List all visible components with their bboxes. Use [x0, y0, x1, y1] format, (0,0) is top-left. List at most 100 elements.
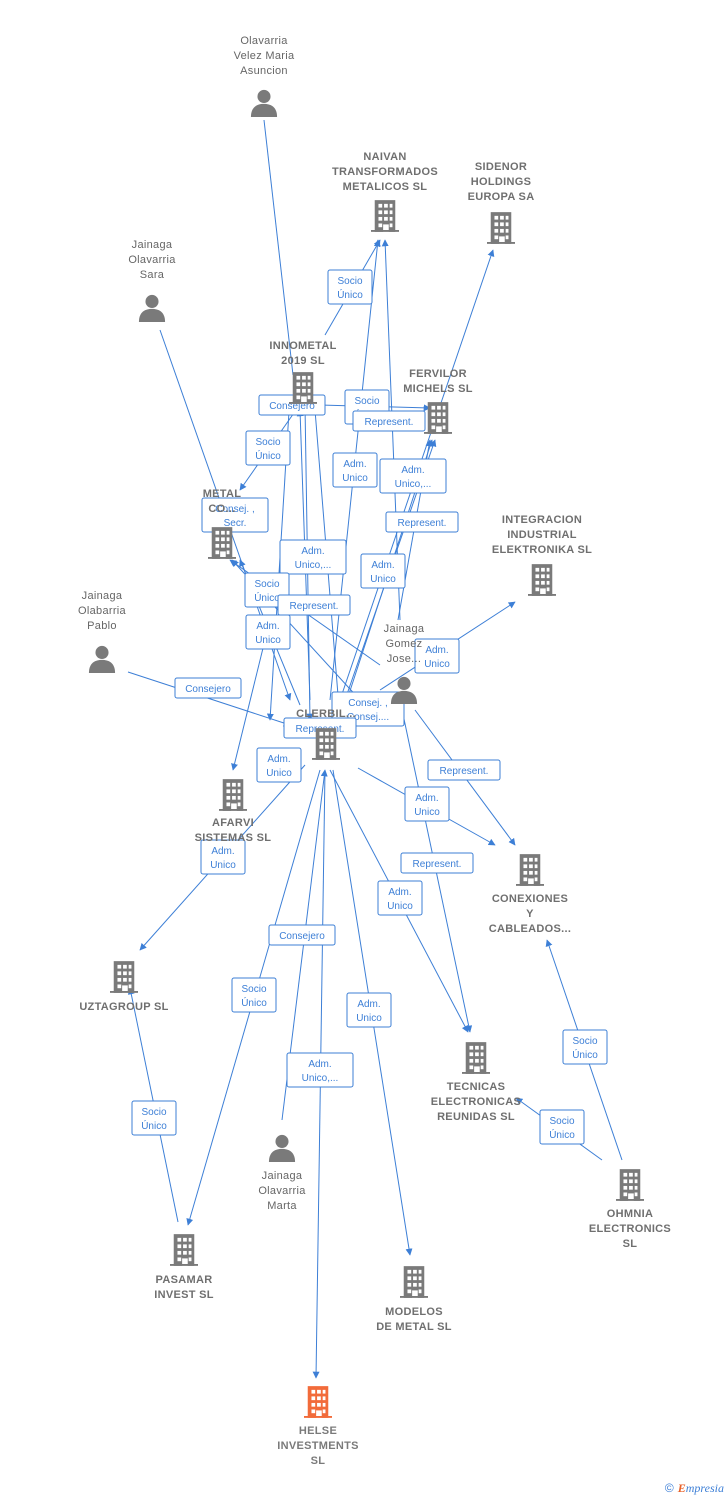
node-label: Marta	[267, 1200, 297, 1212]
edge-label-text: Único	[572, 1048, 598, 1061]
building-icon	[312, 728, 340, 760]
node-label: TECNICAS	[447, 1081, 506, 1093]
edge-label-text: Adm.	[388, 887, 411, 898]
node-metal-co[interactable]: METALCO...	[203, 488, 242, 559]
building-icon	[304, 1386, 332, 1418]
edge-label-text: Unico,...	[295, 560, 332, 571]
node-label: Olavarria	[258, 1185, 306, 1197]
node-afarvi[interactable]: AFARVI SISTEMAS SL	[195, 779, 272, 844]
edge-label[interactable]: Consej. ,Secr.	[201, 497, 269, 533]
edge-label[interactable]: Represent.	[352, 410, 426, 432]
edge-label-box	[245, 430, 291, 466]
edge-label-text: Socio	[141, 1107, 166, 1118]
node-label: Jainaga	[262, 1170, 303, 1182]
edge-label[interactable]: Represent.	[277, 594, 351, 616]
node-label: SISTEMAS SL	[195, 832, 272, 844]
node-clerbil[interactable]: CLERBIL...	[296, 708, 356, 760]
edge-label-box	[245, 614, 291, 650]
edge-label[interactable]: Adm. Unico,...	[286, 1052, 354, 1088]
node-label: OHMNIA	[607, 1208, 653, 1220]
node-label: EUROPA SA	[468, 191, 535, 203]
edge-label-box	[200, 839, 246, 875]
edge-label-box	[231, 977, 277, 1013]
edge-label[interactable]: Adm.Unico	[245, 614, 291, 650]
node-label: CLERBIL...	[296, 708, 356, 720]
edge-label-text: Adm.	[308, 1059, 331, 1070]
node-label: ELEKTRONIKA SL	[492, 544, 592, 556]
edge-label[interactable]: Consejero	[174, 677, 242, 699]
edge-label-text: Unico	[342, 473, 368, 484]
node-label: 2019 SL	[281, 355, 325, 367]
node-label: DE METAL SL	[376, 1321, 452, 1333]
node-label: AFARVI	[212, 817, 254, 829]
edge-label[interactable]: Adm.Unico	[332, 452, 378, 488]
edge-label[interactable]: Represent.	[385, 511, 459, 533]
person-icon	[268, 1134, 296, 1162]
edge-label-text: Consej....	[347, 712, 389, 723]
edge-label-box	[385, 511, 459, 533]
edge-label[interactable]: Adm.Unico	[404, 786, 450, 822]
node-label: REUNIDAS SL	[437, 1111, 515, 1123]
building-icon	[371, 200, 399, 232]
node-label: ELECTRONICAS	[431, 1096, 521, 1108]
edge-label[interactable]: Consejero	[268, 924, 336, 946]
building-icon	[400, 1266, 428, 1298]
edge-label-text: Unico	[414, 807, 440, 818]
edge-label[interactable]: Adm.Unico,...	[279, 539, 347, 575]
edge-label[interactable]: Adm.Unico	[346, 992, 392, 1028]
edge-label-text: Adm.	[425, 645, 448, 656]
edge-label-text: Unico,...	[302, 1073, 339, 1084]
edge-label-text: Unico	[356, 1013, 382, 1024]
edge-label-text: Socio	[572, 1036, 597, 1047]
node-tecnicas[interactable]: TECNICAS ELECTRONICAS REUNIDAS SL	[431, 1042, 521, 1123]
edge-label-text: Unico	[370, 574, 396, 585]
edge-label[interactable]: Consejero	[258, 394, 326, 416]
edge-line	[231, 639, 266, 771]
edge-label-box	[201, 497, 269, 533]
node-label: CABLEADOS...	[489, 923, 571, 935]
person-icon	[250, 89, 278, 117]
person-icon	[88, 645, 116, 673]
edge-label[interactable]: Adm.Unico	[256, 747, 302, 783]
edge-label[interactable]: Adm.Unico,...	[379, 458, 447, 494]
node-label: Y	[526, 908, 534, 920]
edge-label[interactable]: Represent.	[400, 852, 474, 874]
edge-label-text: Socio	[241, 984, 266, 995]
edge-label[interactable]: Adm.Unico	[360, 553, 406, 589]
node-label: INTEGRACION	[502, 514, 582, 526]
edge-label-box	[174, 677, 242, 699]
edge-label-box	[360, 553, 406, 589]
node-label: Jose...	[387, 653, 422, 665]
edge-label[interactable]: Adm.Unico	[414, 638, 460, 674]
edge-label[interactable]: Adm.Unico	[200, 839, 246, 875]
node-conexiones[interactable]: CONEXIONESYCABLEADOS...	[489, 854, 571, 935]
edge-label[interactable]: Adm.Unico	[377, 880, 423, 916]
building-icon	[616, 1169, 644, 1201]
copyright-icon: ©	[664, 1481, 674, 1495]
node-uztagroup[interactable]: UZTAGROUP SL	[79, 961, 168, 1013]
edge-label-text: Adm.	[256, 621, 279, 632]
edge-label-text: Único	[241, 996, 267, 1009]
node-jainaga-gomez[interactable]: JainagaGomezJose...	[384, 623, 425, 704]
edge-label[interactable]: Represent.	[427, 759, 501, 781]
edge-label-box	[286, 1052, 354, 1088]
